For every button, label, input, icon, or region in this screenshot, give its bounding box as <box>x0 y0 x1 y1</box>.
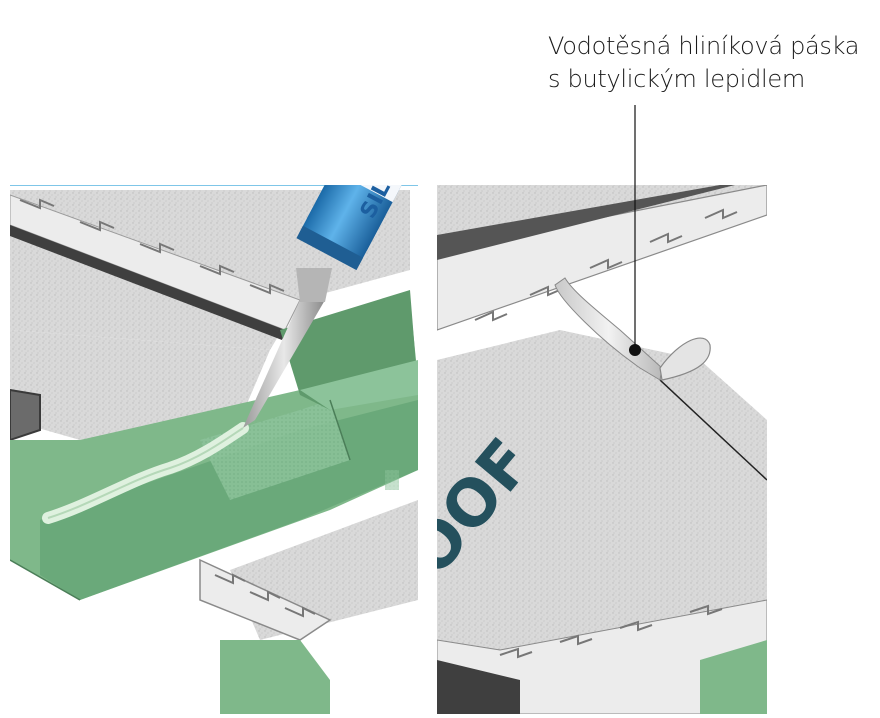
main-board <box>437 330 767 650</box>
callout-label: Vodotěsná hliníková páska s butylickým l… <box>548 30 868 96</box>
right-panel: ROOF <box>437 185 767 714</box>
rail-end <box>10 388 41 442</box>
tape-roll-curl <box>659 337 711 381</box>
callout-line-1: Vodotěsná hliníková páska <box>548 32 860 60</box>
callout-dot <box>629 344 641 356</box>
callout-line-2: s butylickým lepidlem <box>548 65 805 93</box>
tube-nozzle <box>243 300 325 428</box>
left-panel: SILIKON <box>10 185 418 714</box>
